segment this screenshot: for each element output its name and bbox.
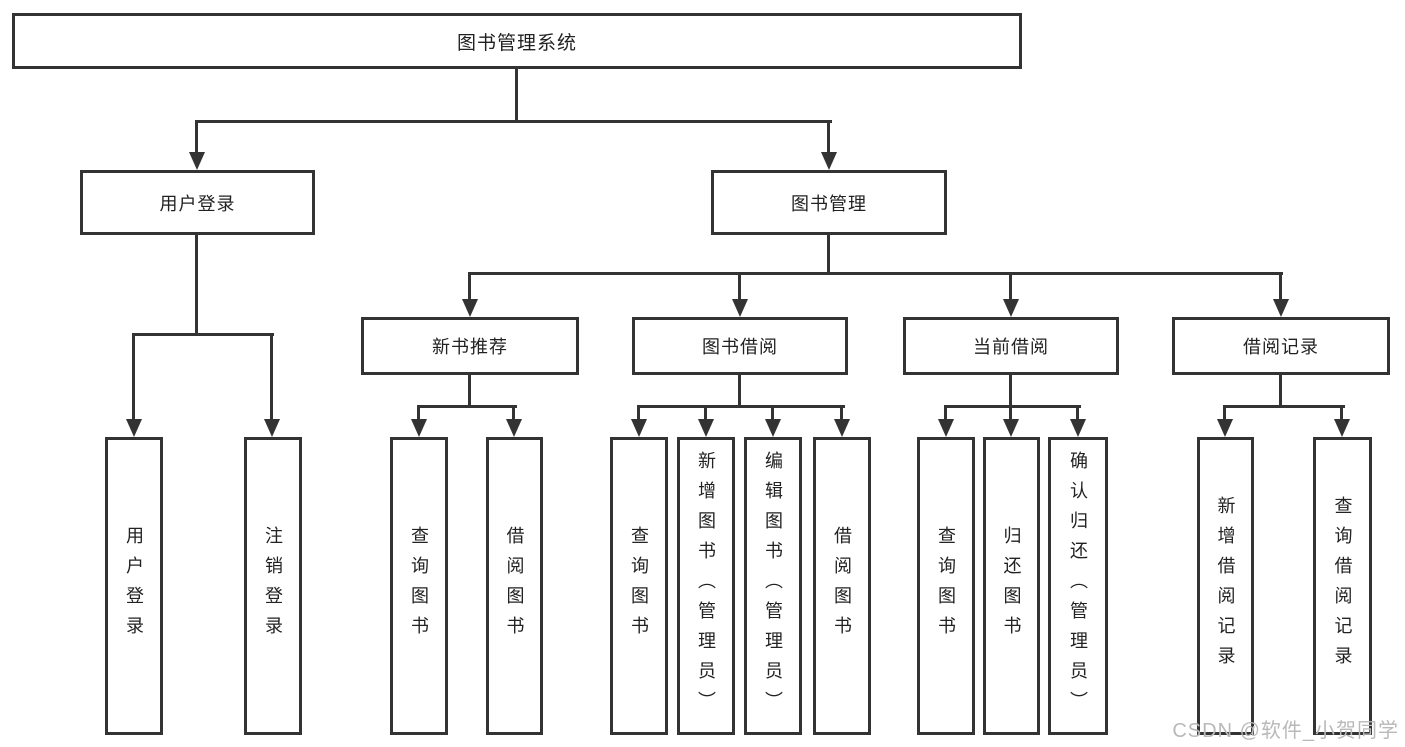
connector-line [1340, 405, 1343, 420]
connector-line [468, 375, 471, 406]
leaf-edit-book-admin: 编辑图书（管理员） [744, 437, 802, 735]
arrowhead-icon [1003, 419, 1019, 437]
arrowhead-icon [411, 419, 427, 437]
arrowhead-icon [1003, 299, 1019, 317]
arrowhead-icon [1217, 419, 1233, 437]
connector-line [1076, 405, 1079, 420]
node-root-system: 图书管理系统 [12, 13, 1022, 69]
connector-line [637, 405, 845, 408]
connector-line [468, 272, 1283, 275]
connector-line [132, 333, 274, 336]
connector-line [771, 405, 774, 420]
connector-line [515, 69, 518, 120]
leaf-add-book-admin: 新增图书（管理员） [677, 437, 735, 735]
connector-line [512, 405, 515, 420]
connector-line [132, 333, 135, 419]
node-current-borrow: 当前借阅 [903, 317, 1119, 375]
leaf-borrow-books-recommend: 借阅图书 [486, 437, 543, 735]
node-book-management-group: 图书管理 [711, 170, 947, 235]
connector-line [1223, 405, 1345, 408]
connector-line [738, 272, 741, 301]
leaf-return-book: 归还图书 [983, 437, 1040, 735]
connector-line [468, 272, 471, 301]
connector-line [417, 405, 420, 420]
leaf-user-login: 用户登录 [105, 437, 163, 735]
leaf-query-books-current: 查询图书 [917, 437, 975, 735]
connector-line [1279, 272, 1282, 301]
connector-line [944, 405, 947, 420]
arrowhead-icon [462, 299, 478, 317]
arrowhead-icon [189, 152, 205, 170]
arrowhead-icon [631, 419, 647, 437]
leaf-borrow-books: 借阅图书 [813, 437, 871, 735]
connector-line [1009, 405, 1012, 420]
arrowhead-icon [938, 419, 954, 437]
connector-line [1223, 405, 1226, 420]
connector-line [704, 405, 707, 420]
arrowhead-icon [506, 419, 522, 437]
leaf-logout: 注销登录 [244, 437, 302, 735]
connector-line [270, 333, 273, 419]
arrowhead-icon [698, 419, 714, 437]
connector-line [195, 120, 832, 123]
connector-line [637, 405, 640, 420]
leaf-query-books-recommend: 查询图书 [390, 437, 448, 735]
arrowhead-icon [1070, 419, 1086, 437]
connector-line [944, 405, 1081, 408]
connector-line [827, 120, 830, 154]
arrowhead-icon [732, 299, 748, 317]
connector-line [1009, 272, 1012, 301]
node-borrow-records: 借阅记录 [1172, 317, 1390, 375]
arrowhead-icon [765, 419, 781, 437]
node-new-book-recommend: 新书推荐 [361, 317, 579, 375]
arrowhead-icon [126, 419, 142, 437]
connector-line [738, 375, 741, 406]
arrowhead-icon [834, 419, 850, 437]
watermark: CSDN @软件_小贺同学 [1172, 720, 1399, 742]
leaf-confirm-return-admin: 确认归还（管理员） [1048, 437, 1108, 735]
leaf-add-borrow-record: 新增借阅记录 [1197, 437, 1254, 735]
leaf-query-borrow-record: 查询借阅记录 [1313, 437, 1372, 735]
node-book-borrow: 图书借阅 [632, 317, 848, 375]
leaf-query-books-borrow: 查询图书 [610, 437, 668, 735]
arrowhead-icon [821, 152, 837, 170]
connector-line [195, 235, 198, 333]
connector-line [1009, 375, 1012, 406]
arrowhead-icon [1273, 299, 1289, 317]
connector-line [1279, 375, 1282, 406]
connector-line [417, 405, 517, 408]
connector-line [195, 120, 198, 154]
arrowhead-icon [1334, 419, 1350, 437]
connector-line [827, 235, 830, 272]
node-user-login-group: 用户登录 [80, 170, 315, 235]
arrowhead-icon [264, 419, 280, 437]
connector-line [840, 405, 843, 420]
